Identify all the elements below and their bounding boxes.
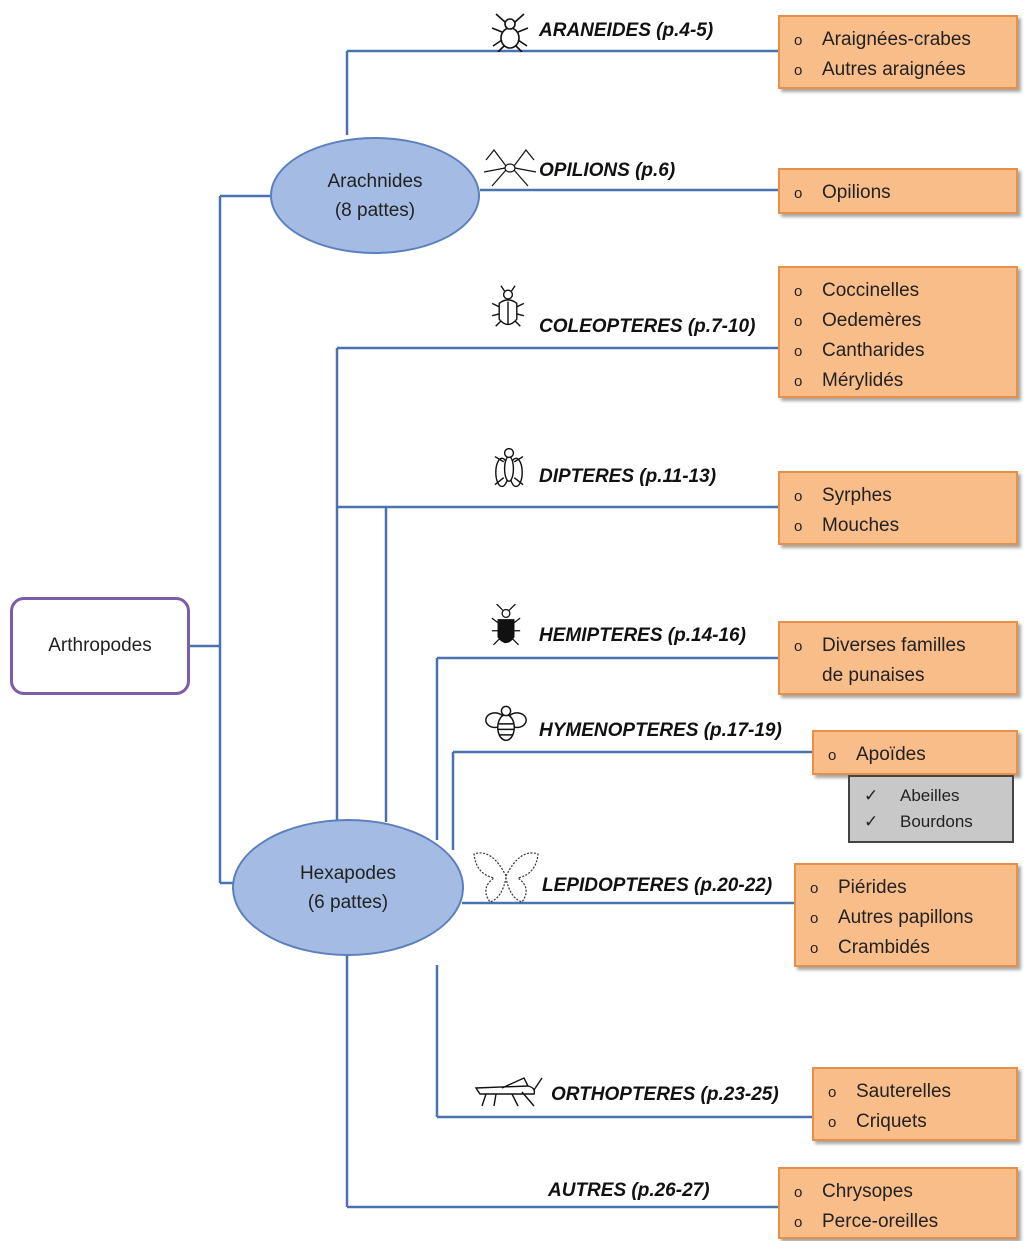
autres-box: Chrysopes Perce-oreilles [778, 1167, 1018, 1239]
bee-icon [485, 705, 527, 742]
arachnides-sub: (8 pattes) [334, 199, 416, 221]
list-item: Autres araignées [794, 55, 1006, 85]
category-label: COLEOPTERES (p.7-10) [539, 316, 756, 337]
list-item: Perce-oreilles [794, 1207, 1006, 1237]
root-label: Arthropodes [48, 635, 152, 656]
category-label: HEMIPTERES (p.14-16) [539, 625, 746, 646]
bug-icon [491, 604, 521, 646]
category-label: ARANEIDES (p.4-5) [539, 20, 714, 41]
list-item: Araignées-crabes [794, 25, 1006, 55]
grasshopper-icon [474, 1077, 543, 1107]
category-label: ORTHOPTERES (p.23-25) [551, 1084, 779, 1105]
harvestman-icon [484, 149, 536, 187]
list-item: Coccinelles [794, 276, 1006, 306]
list-item: Criquets [828, 1107, 1006, 1137]
list-item: Piérides [810, 873, 1006, 903]
category-label: AUTRES (p.26-27) [548, 1180, 710, 1201]
lepidopteres-box: Piérides Autres papillons Crambidés [794, 863, 1018, 967]
dipteres-box: Syrphes Mouches [778, 471, 1018, 545]
list-item: Chrysopes [794, 1177, 1006, 1207]
list-item: Apoïdes [828, 740, 1006, 770]
list-item: Sauterelles [828, 1077, 1006, 1107]
hymenopteres-box: Apoïdes [812, 730, 1018, 775]
list-item: Syrphes [794, 481, 1006, 511]
check-item: Bourdons [864, 809, 1002, 835]
check-item: Abeilles [864, 783, 1002, 809]
root-node: Arthropodes [10, 597, 190, 695]
araneides-box: Araignées-crabes Autres araignées [778, 15, 1018, 89]
coleopteres-box: Coccinelles Oedemères Cantharides Méryli… [778, 266, 1018, 398]
hemipteres-box: Diverses familles de punaises [778, 621, 1018, 695]
opilions-box: Opilions [778, 168, 1018, 214]
arachnides-node: Arachnides (8 pattes) [270, 137, 480, 254]
category-label: OPILIONS (p.6) [539, 160, 676, 181]
arachnides-name: Arachnides [327, 170, 423, 192]
list-item: Mérylidés [794, 366, 1006, 396]
hexapodes-node: Hexapodes (6 pattes) [232, 819, 464, 956]
category-label: HYMENOPTERES (p.17-19) [539, 720, 782, 741]
list-item: Autres papillons [810, 903, 1006, 933]
list-item: Diverses familles [794, 631, 1006, 661]
list-item: de punaises [822, 665, 925, 686]
butterfly-icon [473, 852, 539, 903]
list-item: Oedemères [794, 306, 1006, 336]
fly-icon [494, 447, 524, 488]
apoides-sub-box: Abeilles Bourdons [848, 775, 1014, 843]
list-item: Mouches [794, 511, 1006, 541]
beetle-icon [491, 285, 525, 327]
list-item: Crambidés [810, 933, 1006, 963]
hexapodes-name: Hexapodes [299, 862, 397, 884]
category-label: LEPIDOPTERES (p.20-22) [542, 875, 773, 896]
hexapodes-sub: (6 pattes) [307, 891, 389, 913]
orthopteres-box: Sauterelles Criquets [812, 1067, 1018, 1141]
list-item: Cantharides [794, 336, 1006, 366]
category-label: DIPTERES (p.11-13) [539, 466, 717, 487]
spider-icon [491, 13, 529, 52]
list-item: Opilions [794, 178, 1006, 208]
